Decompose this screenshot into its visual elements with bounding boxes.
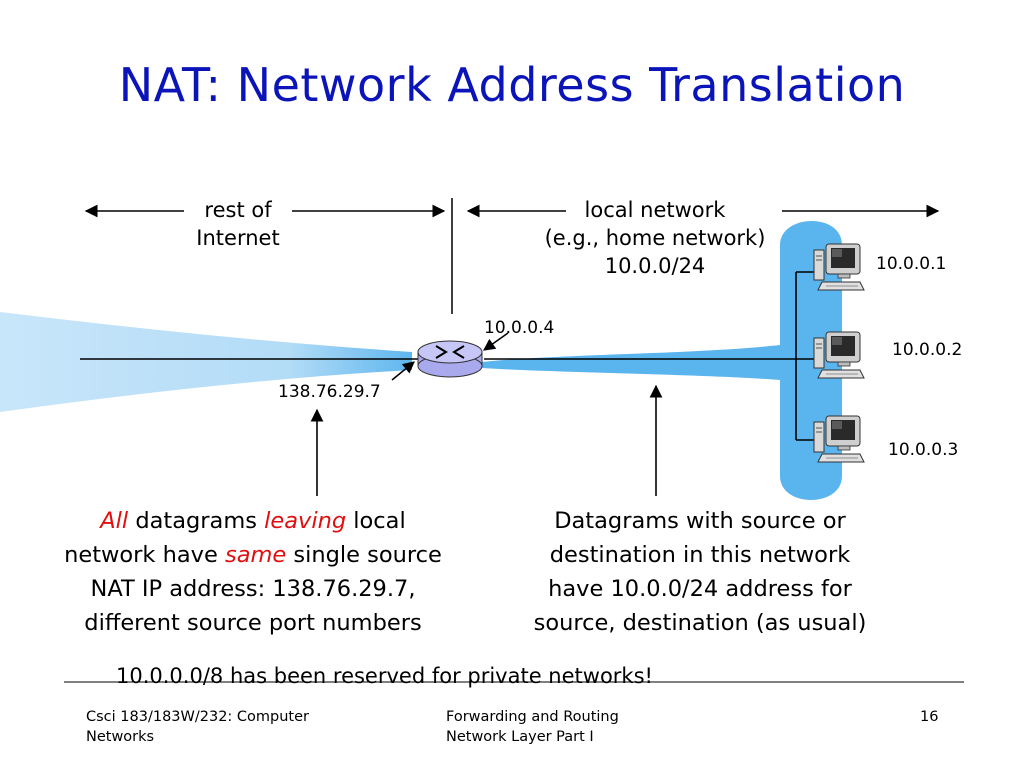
left-callout-text: local (346, 508, 406, 534)
page-number: 16 (920, 709, 939, 725)
router-outside-address: 138.76.29.7 (278, 382, 381, 402)
emphasis-all: All (100, 508, 129, 534)
left-callout-line2: network have same single source (28, 538, 478, 572)
local-network-blob (482, 220, 842, 500)
local-network-line3: 10.0.0/24 (604, 254, 706, 278)
left-callout-line1: All datagrams leaving local (28, 504, 478, 538)
right-callout-line3: have 10.0.0/24 address for (548, 576, 852, 602)
computer-icon (813, 415, 865, 463)
page-title: NAT: Network Address Translation (118, 58, 906, 112)
computer-icon (813, 331, 865, 379)
rest-of-internet-line1: rest of (204, 198, 272, 222)
footer-course-line1: Csci 183/183W/232: Computer (86, 709, 310, 725)
local-network-label: local network (e.g., home network) 10.0.… (520, 196, 790, 280)
private-network-note: 10.0.0.0/8 has been reserved for private… (116, 664, 653, 688)
left-callout-line3: NAT IP address: 138.76.29.7, (90, 576, 416, 602)
local-network-line2: (e.g., home network) (544, 226, 766, 250)
arrow-router-inside (483, 332, 509, 351)
footer-topic: Forwarding and Routing Network Layer Par… (446, 707, 619, 747)
footer-topic-line1: Forwarding and Routing (446, 709, 619, 725)
emphasis-same: same (224, 542, 287, 568)
arrow-router-outside (391, 361, 415, 381)
host1-address: 10.0.0.1 (876, 254, 947, 274)
rest-of-internet-label: rest of Internet (178, 196, 298, 252)
local-network-line1: local network (584, 198, 726, 222)
footer-course: Csci 183/183W/232: Computer Networks (86, 707, 309, 747)
left-callout-text: single source (286, 542, 442, 568)
right-callout-line4: source, destination (as usual) (533, 610, 867, 636)
rest-of-internet-line2: Internet (196, 226, 280, 250)
computer-icon (813, 243, 865, 291)
right-callout-line1: Datagrams with source or (554, 508, 846, 534)
left-callout-text: datagrams (128, 508, 265, 534)
left-callout-text: network have (64, 542, 225, 568)
host3-address: 10.0.0.3 (888, 440, 959, 460)
right-callout-line2: destination in this network (549, 542, 851, 568)
emphasis-leaving: leaving (264, 508, 347, 534)
internet-cloud (0, 312, 412, 412)
nat-outbound-callout: All datagrams leaving local network have… (28, 504, 478, 640)
router-icon (417, 340, 483, 378)
router-inside-address: 10.0.0.4 (484, 318, 555, 338)
left-callout-line4: different source port numbers (84, 610, 422, 636)
host2-address: 10.0.0.2 (892, 340, 963, 360)
local-datagrams-callout: Datagrams with source or destination in … (490, 504, 910, 640)
footer-topic-line2: Network Layer Part I (446, 729, 594, 745)
footer-course-line2: Networks (86, 729, 155, 745)
